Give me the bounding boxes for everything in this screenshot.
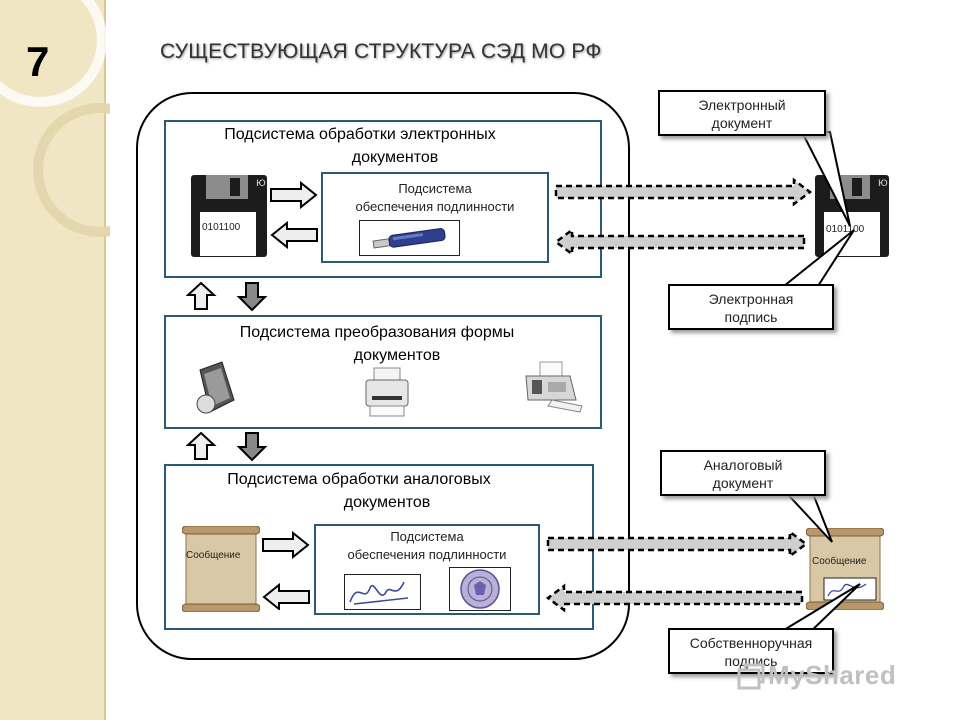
slide-number: 7 <box>26 38 50 85</box>
callout-edoc-line2: документ <box>711 115 773 131</box>
disk-code-label: 0101100 <box>202 222 241 233</box>
fax-machine-icon <box>525 361 583 413</box>
analog-internal-flow-arrows <box>262 530 310 610</box>
paper-scroll-icon <box>182 526 260 612</box>
electronic-subsystem-title-line1: Подсистема обработки электронных <box>224 126 496 143</box>
svg-text:Ю: Ю <box>878 179 888 189</box>
callout-electronic-signature: Электронная подпись <box>668 284 834 330</box>
scroll-message-label: Сообщение <box>186 550 241 561</box>
decorative-sidebar <box>0 0 106 720</box>
vertical-exchange-arrows-2 <box>186 432 268 462</box>
scanner-icon <box>196 361 235 414</box>
sed-system-boundary <box>136 92 630 660</box>
conversion-subsystem-title-line1: Подсистема преобразования формы <box>239 324 515 341</box>
callout-handwritten-signature: Собственноручная подпись <box>668 628 834 674</box>
electronic-subsystem-title-line2: документов <box>351 149 439 166</box>
callout-adoc-line2: документ <box>712 475 774 491</box>
watermark-logo-icon <box>737 663 765 690</box>
official-seal-icon <box>449 567 511 611</box>
callout-analog-document: Аналоговый документ <box>660 450 826 496</box>
callout-edoc-line1: Электронный <box>698 97 786 113</box>
vertical-exchange-arrows-1 <box>186 282 268 312</box>
electronic-auth-title-line2: обеспечения подлинности <box>355 199 515 214</box>
callout-electronic-document: Электронный документ <box>658 90 826 136</box>
analog-subsystem-title-line2: документов <box>343 494 431 511</box>
callout-esig-line1: Электронная <box>708 291 794 307</box>
svg-text:Ю: Ю <box>256 179 266 189</box>
electronic-channel-arrows <box>553 177 813 256</box>
page-title: СУЩЕСТВУЮЩАЯ СТРУКТУРА СЭД МО РФ <box>160 40 602 63</box>
callout-esig-line2: подпись <box>724 309 778 325</box>
analog-auth-title-line2: обеспечения подлинности <box>347 547 507 562</box>
decorative-circles <box>0 0 110 237</box>
printer-icon <box>365 367 409 417</box>
callout-adoc-line1: Аналоговый <box>703 457 783 473</box>
usb-token-icon <box>359 220 460 256</box>
floppy-disk-icon: Ю <box>191 175 267 257</box>
handwritten-signature-icon <box>344 574 421 610</box>
external-disk-code-label: 0101100 <box>826 224 865 235</box>
analog-channel-arrows <box>545 529 809 613</box>
conversion-subsystem-title-line2: документов <box>353 347 441 364</box>
analog-subsystem-title-line1: Подсистема обработки аналоговых <box>227 471 491 488</box>
external-scroll-message-label: Сообщение <box>812 556 867 567</box>
watermark-text: MyShared <box>768 660 897 690</box>
callout-pointers <box>777 131 855 543</box>
internal-flow-arrows <box>270 180 318 250</box>
callout-hsig-line1: Собственноручная <box>689 635 813 651</box>
sidebar-divider <box>104 0 106 720</box>
electronic-auth-title-line1: Подсистема <box>398 181 472 196</box>
analog-auth-title-line1: Подсистема <box>390 529 464 544</box>
